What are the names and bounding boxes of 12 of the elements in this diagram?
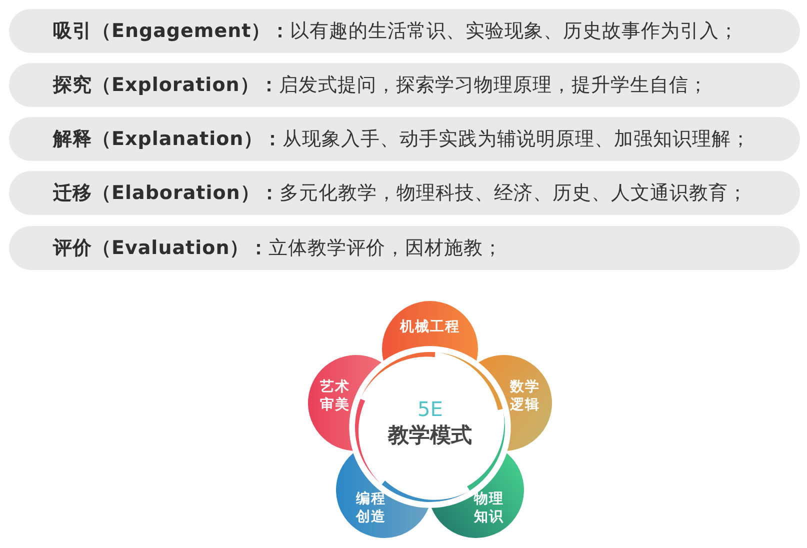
petal-label: 物理知识 xyxy=(473,490,504,526)
step-description: 探究（Exploration）：启发式提问，探索学习物理原理，提升学生自信； xyxy=(53,73,708,98)
petal-label: 艺术审美 xyxy=(319,378,350,414)
step-description: 吸引（Engagement）：以有趣的生活常识、实验现象、历史故事作为引入； xyxy=(53,19,739,44)
step-description: 迁移（Elaboration）：多元化教学，物理科技、经济、历史、人文通识教育； xyxy=(53,181,748,206)
petal-label: 编程创造 xyxy=(356,490,387,526)
petal-label: 数学逻辑 xyxy=(510,378,541,414)
model-title: 教学模式 xyxy=(388,423,472,448)
step-description: 解释（Explanation）：从现象入手、动手实践为辅说明原理、加强知识理解； xyxy=(53,127,751,152)
model-abbreviation: 5E xyxy=(418,397,443,421)
step-description: 评价（Evaluation）：立体教学评价，因材施教； xyxy=(53,236,503,261)
petal-label: 机械工程 xyxy=(400,318,460,336)
